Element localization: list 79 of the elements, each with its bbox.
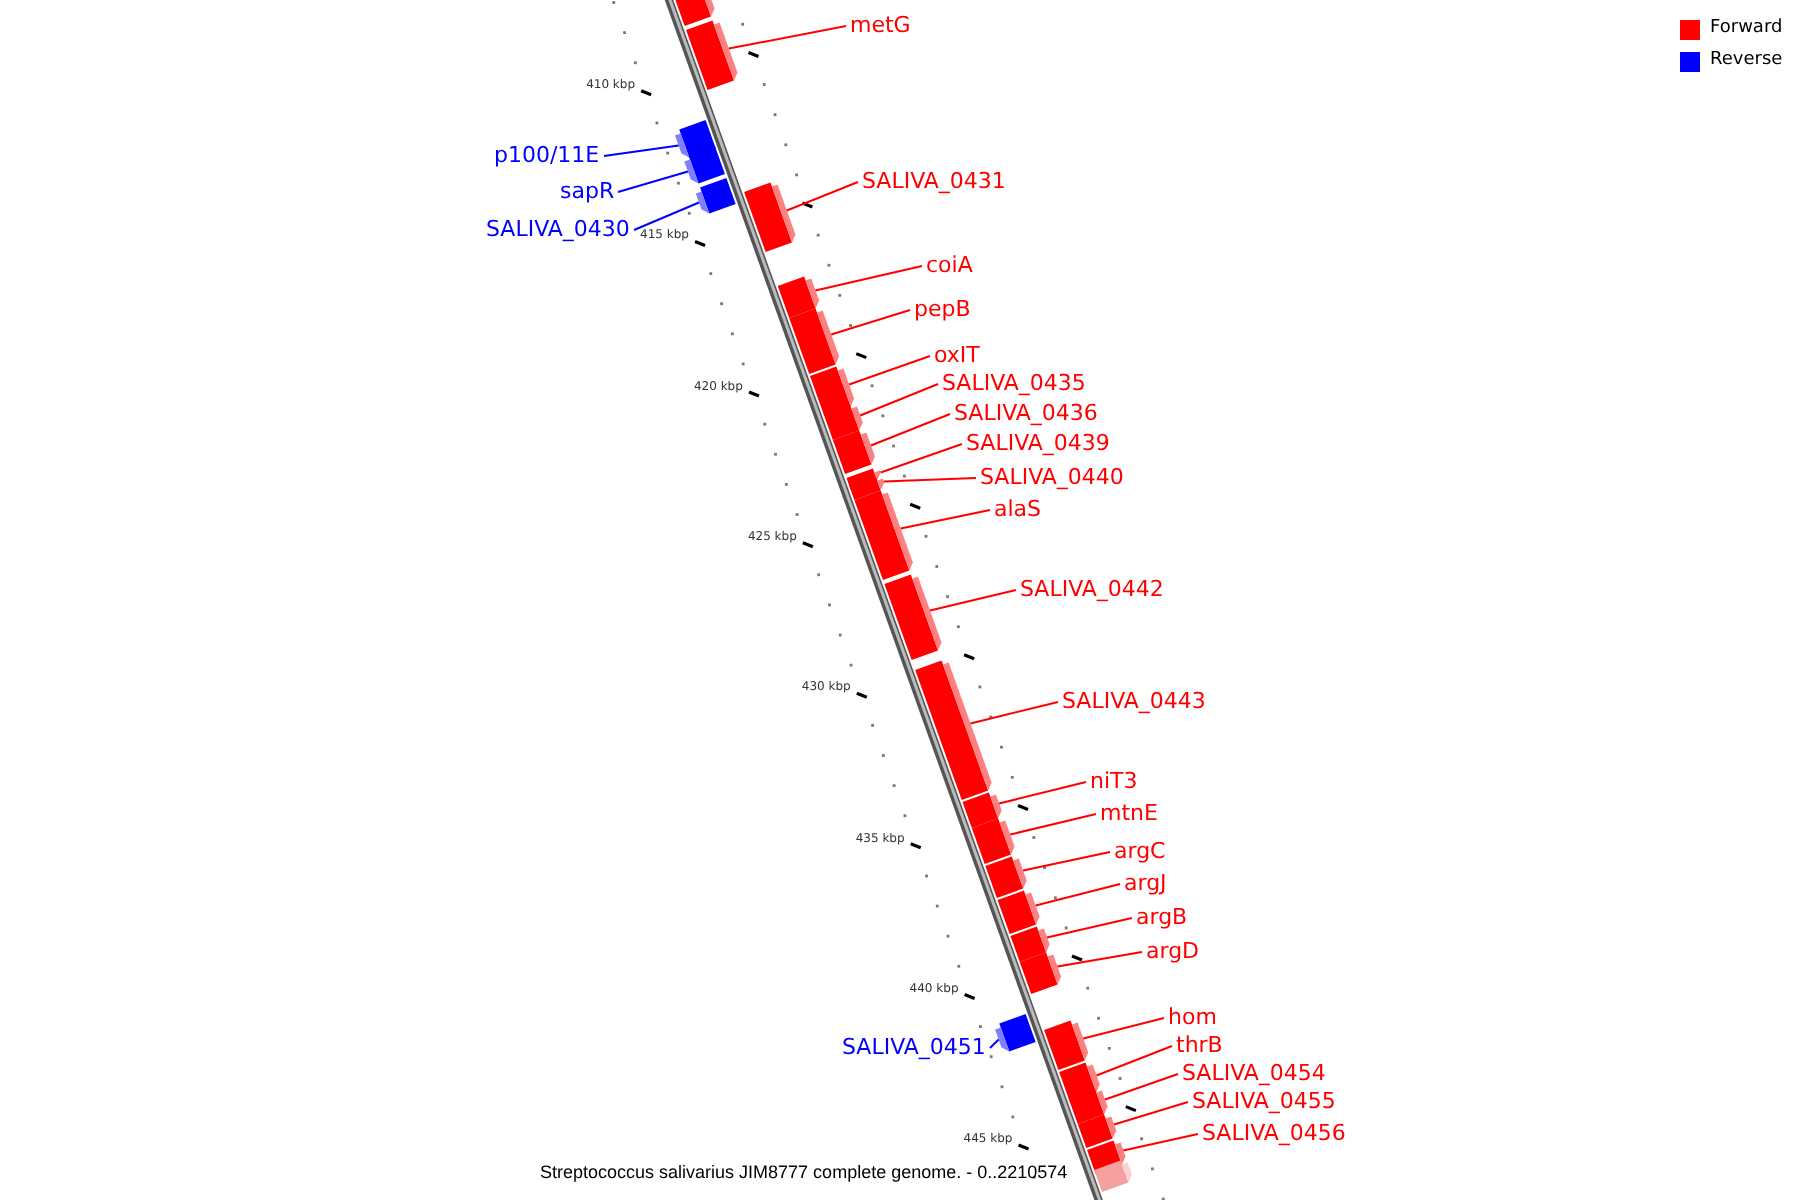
leader-line bbox=[814, 265, 923, 292]
leader-line bbox=[617, 170, 689, 193]
leader-line bbox=[1046, 917, 1133, 939]
gene-block bbox=[849, 476, 885, 500]
gene-label: thrB bbox=[1176, 1032, 1223, 1058]
leader-line bbox=[969, 701, 1059, 725]
gene-block bbox=[1077, 1114, 1117, 1148]
gene-label: mtnE bbox=[1100, 800, 1158, 826]
gene-block bbox=[777, 276, 820, 318]
leader-line bbox=[785, 181, 859, 212]
gene-label: p100/11E bbox=[494, 142, 600, 168]
gene-block bbox=[695, 178, 736, 214]
leader-line bbox=[830, 309, 911, 336]
gene-block bbox=[1010, 926, 1050, 962]
gene-block bbox=[962, 792, 1002, 828]
legend-label: Reverse bbox=[1710, 48, 1783, 74]
leader-line bbox=[727, 25, 847, 50]
leader-line bbox=[879, 443, 963, 474]
gene-label: SALIVA_0439 bbox=[966, 430, 1110, 456]
leader-line bbox=[929, 589, 1017, 612]
gene-label: SALIVA_0451 bbox=[842, 1034, 986, 1060]
gene-block bbox=[1068, 1088, 1108, 1124]
leader-line bbox=[603, 144, 680, 157]
gene-label: niT3 bbox=[1090, 768, 1138, 794]
gene-block bbox=[995, 1014, 1036, 1052]
leader-line bbox=[1122, 1133, 1199, 1152]
gene-block bbox=[809, 366, 855, 416]
gene-block bbox=[915, 660, 992, 800]
leader-line bbox=[1022, 851, 1111, 872]
gene-block bbox=[823, 404, 863, 440]
gene-label: SALIVA_0435 bbox=[942, 370, 1086, 396]
gene-block bbox=[854, 490, 913, 580]
leader-line bbox=[1104, 1073, 1179, 1101]
gene-label: hom bbox=[1168, 1004, 1217, 1030]
gene-label: oxIT bbox=[934, 342, 980, 368]
gene-label: SALIVA_0443 bbox=[1062, 688, 1206, 714]
leader-line bbox=[989, 1038, 1000, 1049]
gene-block bbox=[971, 818, 1015, 864]
gene-label: SALIVA_0440 bbox=[980, 464, 1124, 490]
gene-label: argB bbox=[1136, 904, 1188, 930]
caption: Streptococcus salivarius JIM8777 complete genome. - 0..2210574 bbox=[540, 1160, 1068, 1186]
leader-line bbox=[998, 781, 1087, 805]
gene-label: SALIVA_0442 bbox=[1020, 576, 1164, 602]
gene-label: argD bbox=[1146, 938, 1200, 964]
gene-label: metG bbox=[850, 12, 911, 38]
gene-block bbox=[675, 120, 716, 158]
leader-line bbox=[633, 201, 700, 231]
legend-label: Forward bbox=[1710, 16, 1783, 42]
gene-block bbox=[884, 574, 942, 660]
leader-line bbox=[870, 413, 951, 447]
leader-line bbox=[848, 355, 931, 386]
gene-label: SALIVA_0436 bbox=[954, 400, 1098, 426]
gene-label: alaS bbox=[994, 496, 1042, 522]
gene-label: SALIVA_0430 bbox=[486, 216, 630, 242]
gene-label: pepB bbox=[914, 296, 971, 322]
gene-block bbox=[1094, 1160, 1132, 1192]
gene-label: SALIVA_0431 bbox=[862, 168, 1006, 194]
leader-line bbox=[1113, 1101, 1189, 1126]
gene-label: SALIVA_0455 bbox=[1192, 1088, 1336, 1114]
gene-block bbox=[684, 146, 725, 184]
gene-label: sapR bbox=[560, 178, 615, 204]
gene-block bbox=[997, 890, 1040, 934]
leader-line bbox=[859, 383, 939, 417]
leader-line bbox=[1082, 1017, 1165, 1040]
leader-line bbox=[1009, 813, 1097, 836]
gene-block bbox=[744, 182, 796, 252]
gene-label: coiA bbox=[926, 252, 973, 278]
leader-line bbox=[1056, 951, 1143, 968]
leader-line bbox=[882, 477, 977, 483]
gene-label: SALIVA_0454 bbox=[1182, 1060, 1326, 1086]
gene-label: argJ bbox=[1124, 870, 1167, 896]
leader-line bbox=[1034, 883, 1121, 907]
leader-line bbox=[1095, 1045, 1173, 1077]
gene-block bbox=[985, 856, 1027, 898]
gene-label: argC bbox=[1114, 838, 1166, 864]
leader-line bbox=[899, 509, 991, 530]
gene-block bbox=[1044, 1020, 1089, 1070]
gene-label: SALIVA_0456 bbox=[1202, 1120, 1346, 1146]
gene-block bbox=[1019, 952, 1062, 994]
